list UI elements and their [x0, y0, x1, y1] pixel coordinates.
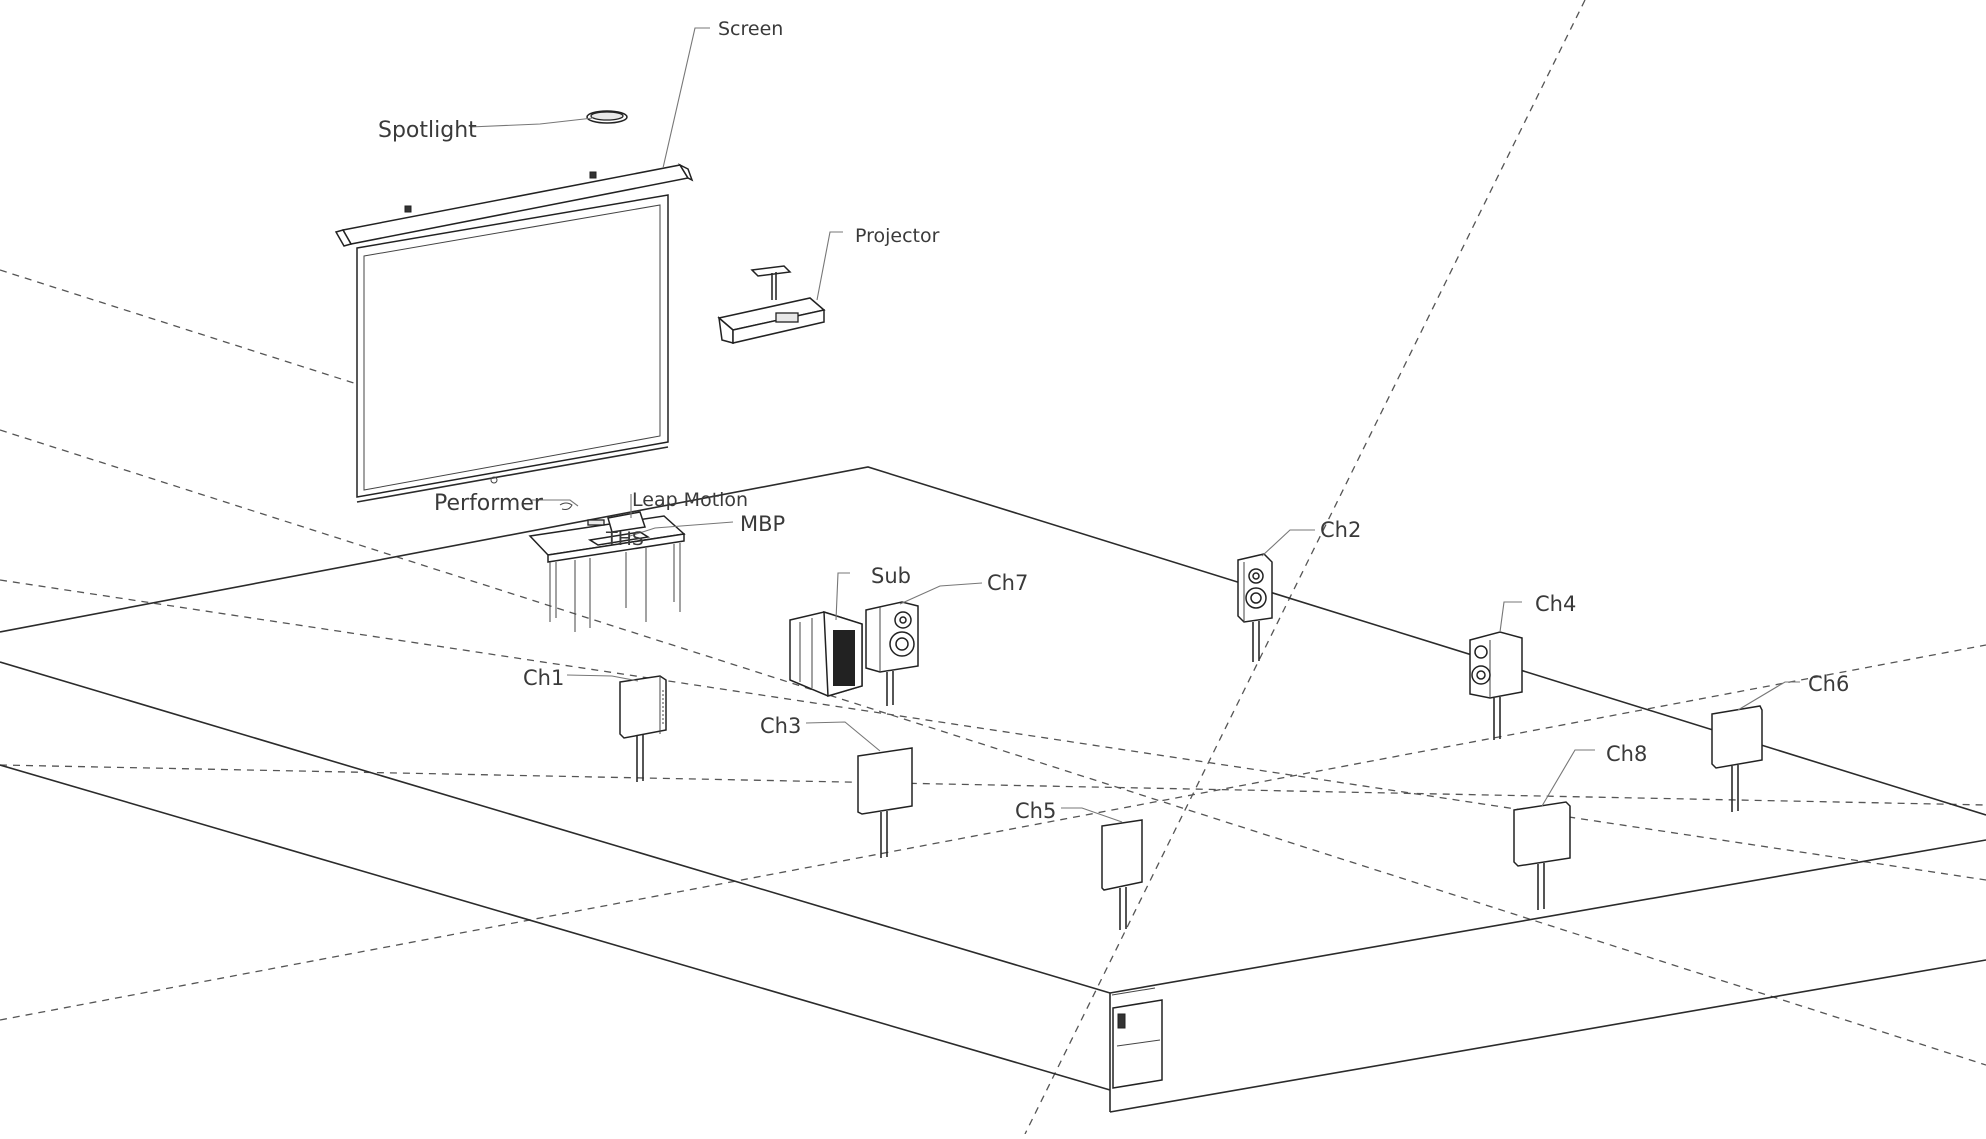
- speaker-ch7: [865, 601, 919, 706]
- projection-screen: [334, 163, 694, 503]
- leader-lines: [469, 27, 1800, 823]
- speaker-ch6: [1711, 705, 1763, 812]
- label-spotlight: Spotlight: [378, 118, 477, 143]
- labels: Screen Spotlight Projector Performer Lea…: [378, 18, 1849, 823]
- speaker-ch8: [1513, 801, 1571, 910]
- speaker-ch3: [857, 747, 913, 858]
- leap-motion-device: [559, 502, 605, 526]
- speaker-ch1: [619, 675, 667, 782]
- speaker-ch2: [1237, 553, 1273, 662]
- subwoofer: [789, 610, 863, 697]
- label-ch1: Ch1: [523, 666, 564, 690]
- label-ch8: Ch8: [1606, 742, 1647, 766]
- label-mbp: MBP: [740, 512, 785, 536]
- projector: [717, 265, 826, 344]
- stage-door: [1112, 999, 1163, 1089]
- label-ch5: Ch5: [1015, 799, 1056, 823]
- label-performer: Performer: [434, 491, 544, 516]
- label-sub: Sub: [871, 564, 911, 588]
- label-leap-motion: Leap Motion: [632, 489, 748, 511]
- label-projector: Projector: [855, 225, 940, 247]
- spotlight: [586, 110, 628, 124]
- label-screen: Screen: [718, 18, 783, 40]
- speaker-ch4: [1469, 631, 1523, 740]
- stage-platform: [0, 466, 1986, 1113]
- label-ch3: Ch3: [760, 714, 801, 738]
- label-ch6: Ch6: [1808, 672, 1849, 696]
- speaker-ch5: [1101, 819, 1143, 930]
- label-ths: THS: [605, 528, 644, 550]
- label-ch2: Ch2: [1320, 518, 1361, 542]
- label-ch4: Ch4: [1535, 592, 1576, 616]
- label-ch7: Ch7: [987, 571, 1028, 595]
